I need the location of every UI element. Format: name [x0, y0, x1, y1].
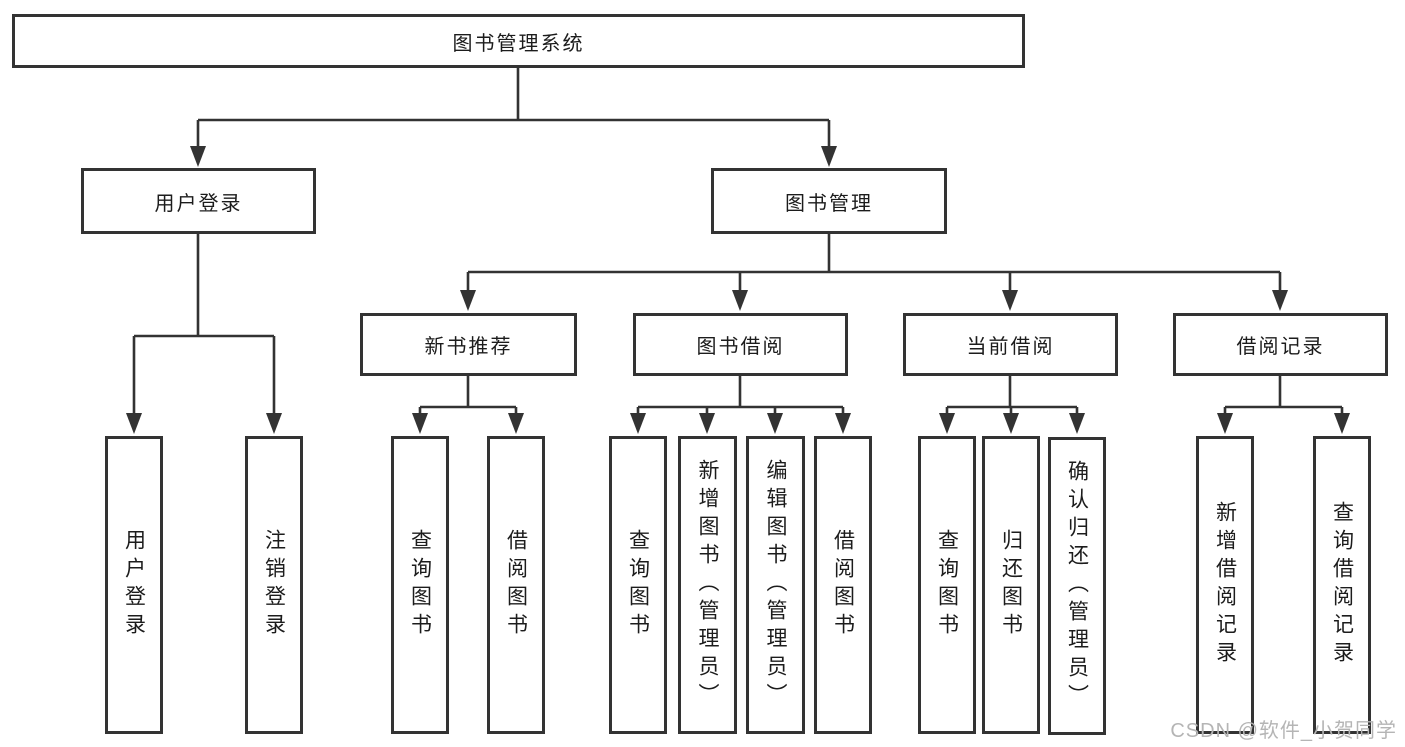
- node-label: 图书管理: [785, 192, 873, 215]
- leaf-label: 注销登录: [262, 529, 286, 641]
- connector-borrow: [630, 375, 851, 434]
- leaf-borrow-edit-books-admin: 编辑图书（管理员）: [746, 436, 805, 734]
- leaf-borrow-borrow-books: 借阅图书: [814, 436, 872, 734]
- leaf-current-confirm-return-admin: 确认归还（管理员）: [1048, 437, 1106, 735]
- node-borrow-records: 借阅记录: [1173, 313, 1388, 376]
- csdn-watermark: CSDN @软件_小贺同学: [1170, 720, 1397, 742]
- connector-current: [939, 375, 1085, 434]
- leaf-label: 用户登录: [122, 529, 146, 641]
- leaf-label: 确认归还（管理员）: [1065, 460, 1089, 712]
- connector-recommend: [412, 375, 524, 434]
- connector-records: [1217, 375, 1350, 434]
- leaf-label: 归还图书: [999, 529, 1023, 641]
- node-library-management-system: 图书管理系统: [12, 14, 1025, 68]
- node-label: 新书推荐: [424, 336, 513, 358]
- leaf-user-login: 用户登录: [105, 436, 163, 734]
- node-label: 用户登录: [154, 192, 243, 215]
- connector-user-branch: [126, 233, 282, 434]
- leaf-label: 借阅图书: [831, 529, 855, 641]
- connector-book-branch: [460, 233, 1288, 311]
- node-new-book-recommend: 新书推荐: [360, 313, 577, 376]
- leaf-recommend-query-books: 查询图书: [391, 436, 449, 734]
- leaf-label: 查询图书: [935, 529, 959, 641]
- leaf-label: 新增图书（管理员）: [696, 459, 719, 711]
- leaf-borrow-query-books: 查询图书: [609, 436, 667, 734]
- node-label: 借阅记录: [1236, 336, 1325, 358]
- leaf-label: 查询图书: [408, 529, 432, 641]
- node-label: 图书管理系统: [452, 32, 585, 55]
- node-current-borrow: 当前借阅: [903, 313, 1118, 376]
- leaf-label: 借阅图书: [504, 529, 528, 641]
- node-user-login: 用户登录: [81, 168, 316, 234]
- node-book-management: 图书管理: [711, 168, 947, 234]
- leaf-records-query-record: 查询借阅记录: [1313, 436, 1371, 734]
- leaf-logout: 注销登录: [245, 436, 303, 734]
- leaf-label: 新增借阅记录: [1213, 501, 1237, 669]
- leaf-recommend-borrow-books: 借阅图书: [487, 436, 545, 734]
- leaf-current-return-books: 归还图书: [982, 436, 1040, 734]
- node-label: 图书借阅: [696, 336, 785, 358]
- node-label: 当前借阅: [966, 336, 1055, 358]
- leaf-records-add-record: 新增借阅记录: [1196, 436, 1254, 734]
- leaf-label: 查询图书: [626, 529, 650, 641]
- leaf-current-query-books: 查询图书: [918, 436, 976, 734]
- leaf-label: 查询借阅记录: [1330, 501, 1354, 669]
- leaf-borrow-add-books-admin: 新增图书（管理员）: [678, 436, 737, 734]
- leaf-label: 编辑图书（管理员）: [764, 459, 787, 711]
- connector-root: [190, 67, 837, 167]
- node-book-borrow: 图书借阅: [633, 313, 848, 376]
